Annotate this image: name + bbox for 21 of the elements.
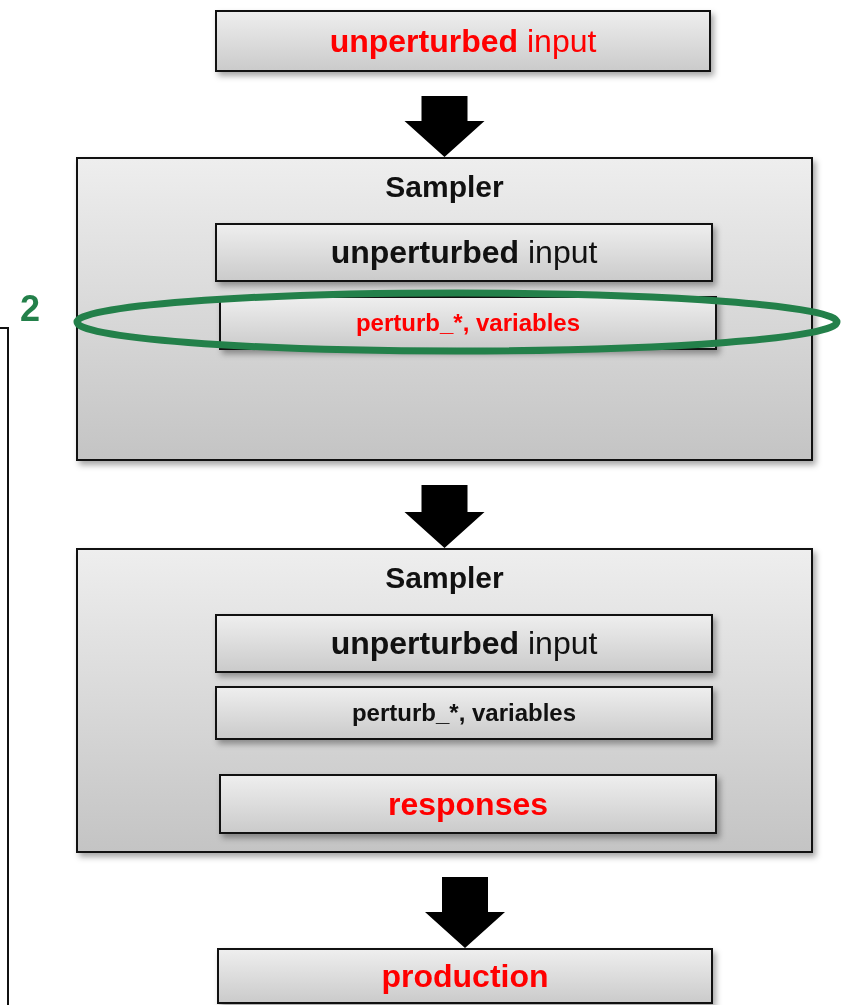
- box-label: unperturbed input: [330, 624, 598, 663]
- callout-number: 2: [20, 288, 41, 330]
- block-arrow: [404, 96, 485, 157]
- block-arrow: [404, 485, 485, 548]
- box-label: unperturbed input: [329, 21, 597, 61]
- group-box: [76, 157, 813, 461]
- process-box: [217, 948, 713, 1004]
- process-box: [219, 774, 717, 834]
- box-label: unperturbed input: [330, 233, 598, 272]
- box-label: responses: [387, 784, 549, 824]
- box-label: perturb_*, variables: [351, 698, 577, 728]
- process-box: [215, 686, 713, 740]
- box-label: production: [381, 956, 549, 996]
- group-title: Sampler: [385, 169, 504, 205]
- group-title: Sampler: [385, 560, 504, 596]
- process-box: [215, 10, 711, 72]
- box-label: perturb_*, variables: [355, 308, 581, 338]
- process-box: [215, 614, 713, 673]
- group-box: [76, 548, 813, 853]
- process-box: [215, 223, 713, 282]
- block-arrow: [425, 877, 505, 948]
